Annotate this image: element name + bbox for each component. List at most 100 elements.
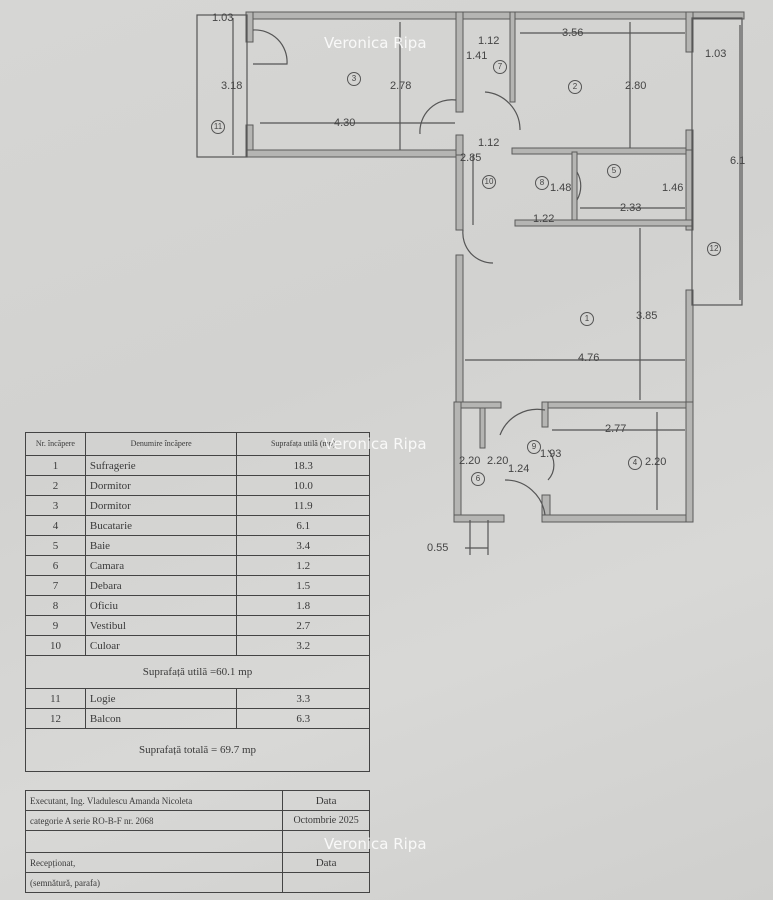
- dim-balcony-height: 6.1: [730, 155, 746, 167]
- room-number-4: 4: [628, 456, 642, 470]
- dim-room5-height: 1.46: [662, 182, 684, 194]
- room-name: Logie: [84, 688, 238, 709]
- room-nr: 11: [25, 688, 86, 709]
- room-name: Vestibul: [84, 615, 238, 636]
- room-area: 10.0: [236, 475, 370, 496]
- room-nr: 7: [25, 575, 86, 596]
- dim-room3-height: 2.78: [390, 80, 412, 92]
- room-nr: 5: [25, 535, 86, 556]
- room-area: 6.3: [236, 708, 370, 729]
- room-name: Debara: [84, 575, 238, 596]
- dim-logia-width: 1.03: [212, 12, 234, 24]
- dim-room9-height: 1.93: [540, 448, 562, 460]
- room-name: Dormitor: [84, 475, 238, 496]
- room-area: 3.3: [236, 688, 370, 709]
- dim-room6-height-2: 2.20: [487, 455, 509, 467]
- room-area: 2.7: [236, 615, 370, 636]
- room-name: Balcon: [84, 708, 238, 729]
- dim-room2-width: 3.56: [562, 27, 584, 39]
- room-nr: 1: [25, 455, 86, 476]
- room-name: Culoar: [84, 635, 238, 656]
- room-nr: 3: [25, 495, 86, 516]
- category: categorie A serie RO-B-F nr. 2068: [24, 810, 284, 831]
- room-number-1: 1: [580, 312, 594, 326]
- room-nr: 4: [25, 515, 86, 536]
- room-nr: 8: [25, 595, 86, 616]
- dim-hall-height: 2.85: [460, 152, 482, 164]
- room-area: 1.2: [236, 555, 370, 576]
- room-name: Dormitor: [84, 495, 238, 516]
- room-number-3: 3: [347, 72, 361, 86]
- dim-room9-width: 1.24: [508, 463, 530, 475]
- room-nr: 6: [25, 555, 86, 576]
- room-number-11: 11: [211, 120, 225, 134]
- header-nr: Nr. încăpere: [25, 432, 86, 456]
- dim-room1-height: 3.85: [636, 310, 658, 322]
- room-nr: 10: [25, 635, 86, 656]
- room-name: Camara: [84, 555, 238, 576]
- room-area: 3.4: [236, 535, 370, 556]
- watermark: Veronica Ripa: [324, 34, 427, 52]
- date-label: Data: [282, 790, 370, 811]
- room-name: Bucatarie: [84, 515, 238, 536]
- room-nr: 12: [25, 708, 86, 729]
- dim-room1-width: 4.76: [578, 352, 600, 364]
- header-area: Suprafața utilă (mp): [236, 432, 370, 456]
- room-name: Baie: [84, 535, 238, 556]
- dim-room5-width: 2.33: [620, 202, 642, 214]
- room-name: Sufragerie: [84, 455, 238, 476]
- date-value: Octombrie 2025: [282, 810, 370, 831]
- room-number-7: 7: [493, 60, 507, 74]
- room-area: 1.5: [236, 575, 370, 596]
- room-name: Oficiu: [84, 595, 238, 616]
- room-area: 11.9: [236, 495, 370, 516]
- room-area: 3.2: [236, 635, 370, 656]
- dim-hall-width: 1.12: [478, 137, 500, 149]
- useful-area-total: Suprafață utilă =60.1 mp: [25, 655, 370, 689]
- dim-room7-height: 1.41: [466, 50, 488, 62]
- signature-table: Executant, Ing. Vladulescu Amanda Nicole…: [24, 790, 370, 893]
- grand-total: Suprafață totală = 69.7 mp: [25, 728, 370, 772]
- date-label-2: Data: [282, 852, 370, 873]
- room-area: 1.8: [236, 595, 370, 616]
- dim-room6-width: 0.55: [427, 542, 449, 554]
- header-name: Denumire încăpere: [84, 432, 238, 456]
- room-number-10: 10: [482, 175, 496, 189]
- watermark: Veronica Ripa: [324, 435, 427, 453]
- room-nr: 2: [25, 475, 86, 496]
- dim-room3-width: 4.30: [334, 117, 356, 129]
- dim-room2-height: 2.80: [625, 80, 647, 92]
- dim-room4-height: 2.20: [645, 456, 667, 468]
- dim-room8-width: 1.22: [533, 213, 555, 225]
- dim-logia-height: 3.18: [221, 80, 243, 92]
- dim-room7-width: 1.12: [478, 35, 500, 47]
- room-number-2: 2: [568, 80, 582, 94]
- room-area: 18.3: [236, 455, 370, 476]
- dim-room8-height: 1.48: [550, 182, 572, 194]
- room-nr: 9: [25, 615, 86, 636]
- rooms-table: Nr. încăpere Denumire încăpere Suprafața…: [25, 432, 370, 772]
- watermark: Veronica Ripa: [324, 835, 427, 853]
- room-number-5: 5: [607, 164, 621, 178]
- dim-room6-height: 2.20: [459, 455, 481, 467]
- received: Recepționat,: [24, 852, 284, 873]
- executed-by: Executant, Ing. Vladulescu Amanda Nicole…: [24, 790, 284, 811]
- table-header: Nr. încăpere Denumire încăpere Suprafața…: [25, 432, 370, 456]
- room-area: 6.1: [236, 515, 370, 536]
- room-number-9: 9: [527, 440, 541, 454]
- room-number-6: 6: [471, 472, 485, 486]
- signature-note: (semnătură, parafa): [24, 872, 284, 893]
- room-number-12: 12: [707, 242, 721, 256]
- room-number-8: 8: [535, 176, 549, 190]
